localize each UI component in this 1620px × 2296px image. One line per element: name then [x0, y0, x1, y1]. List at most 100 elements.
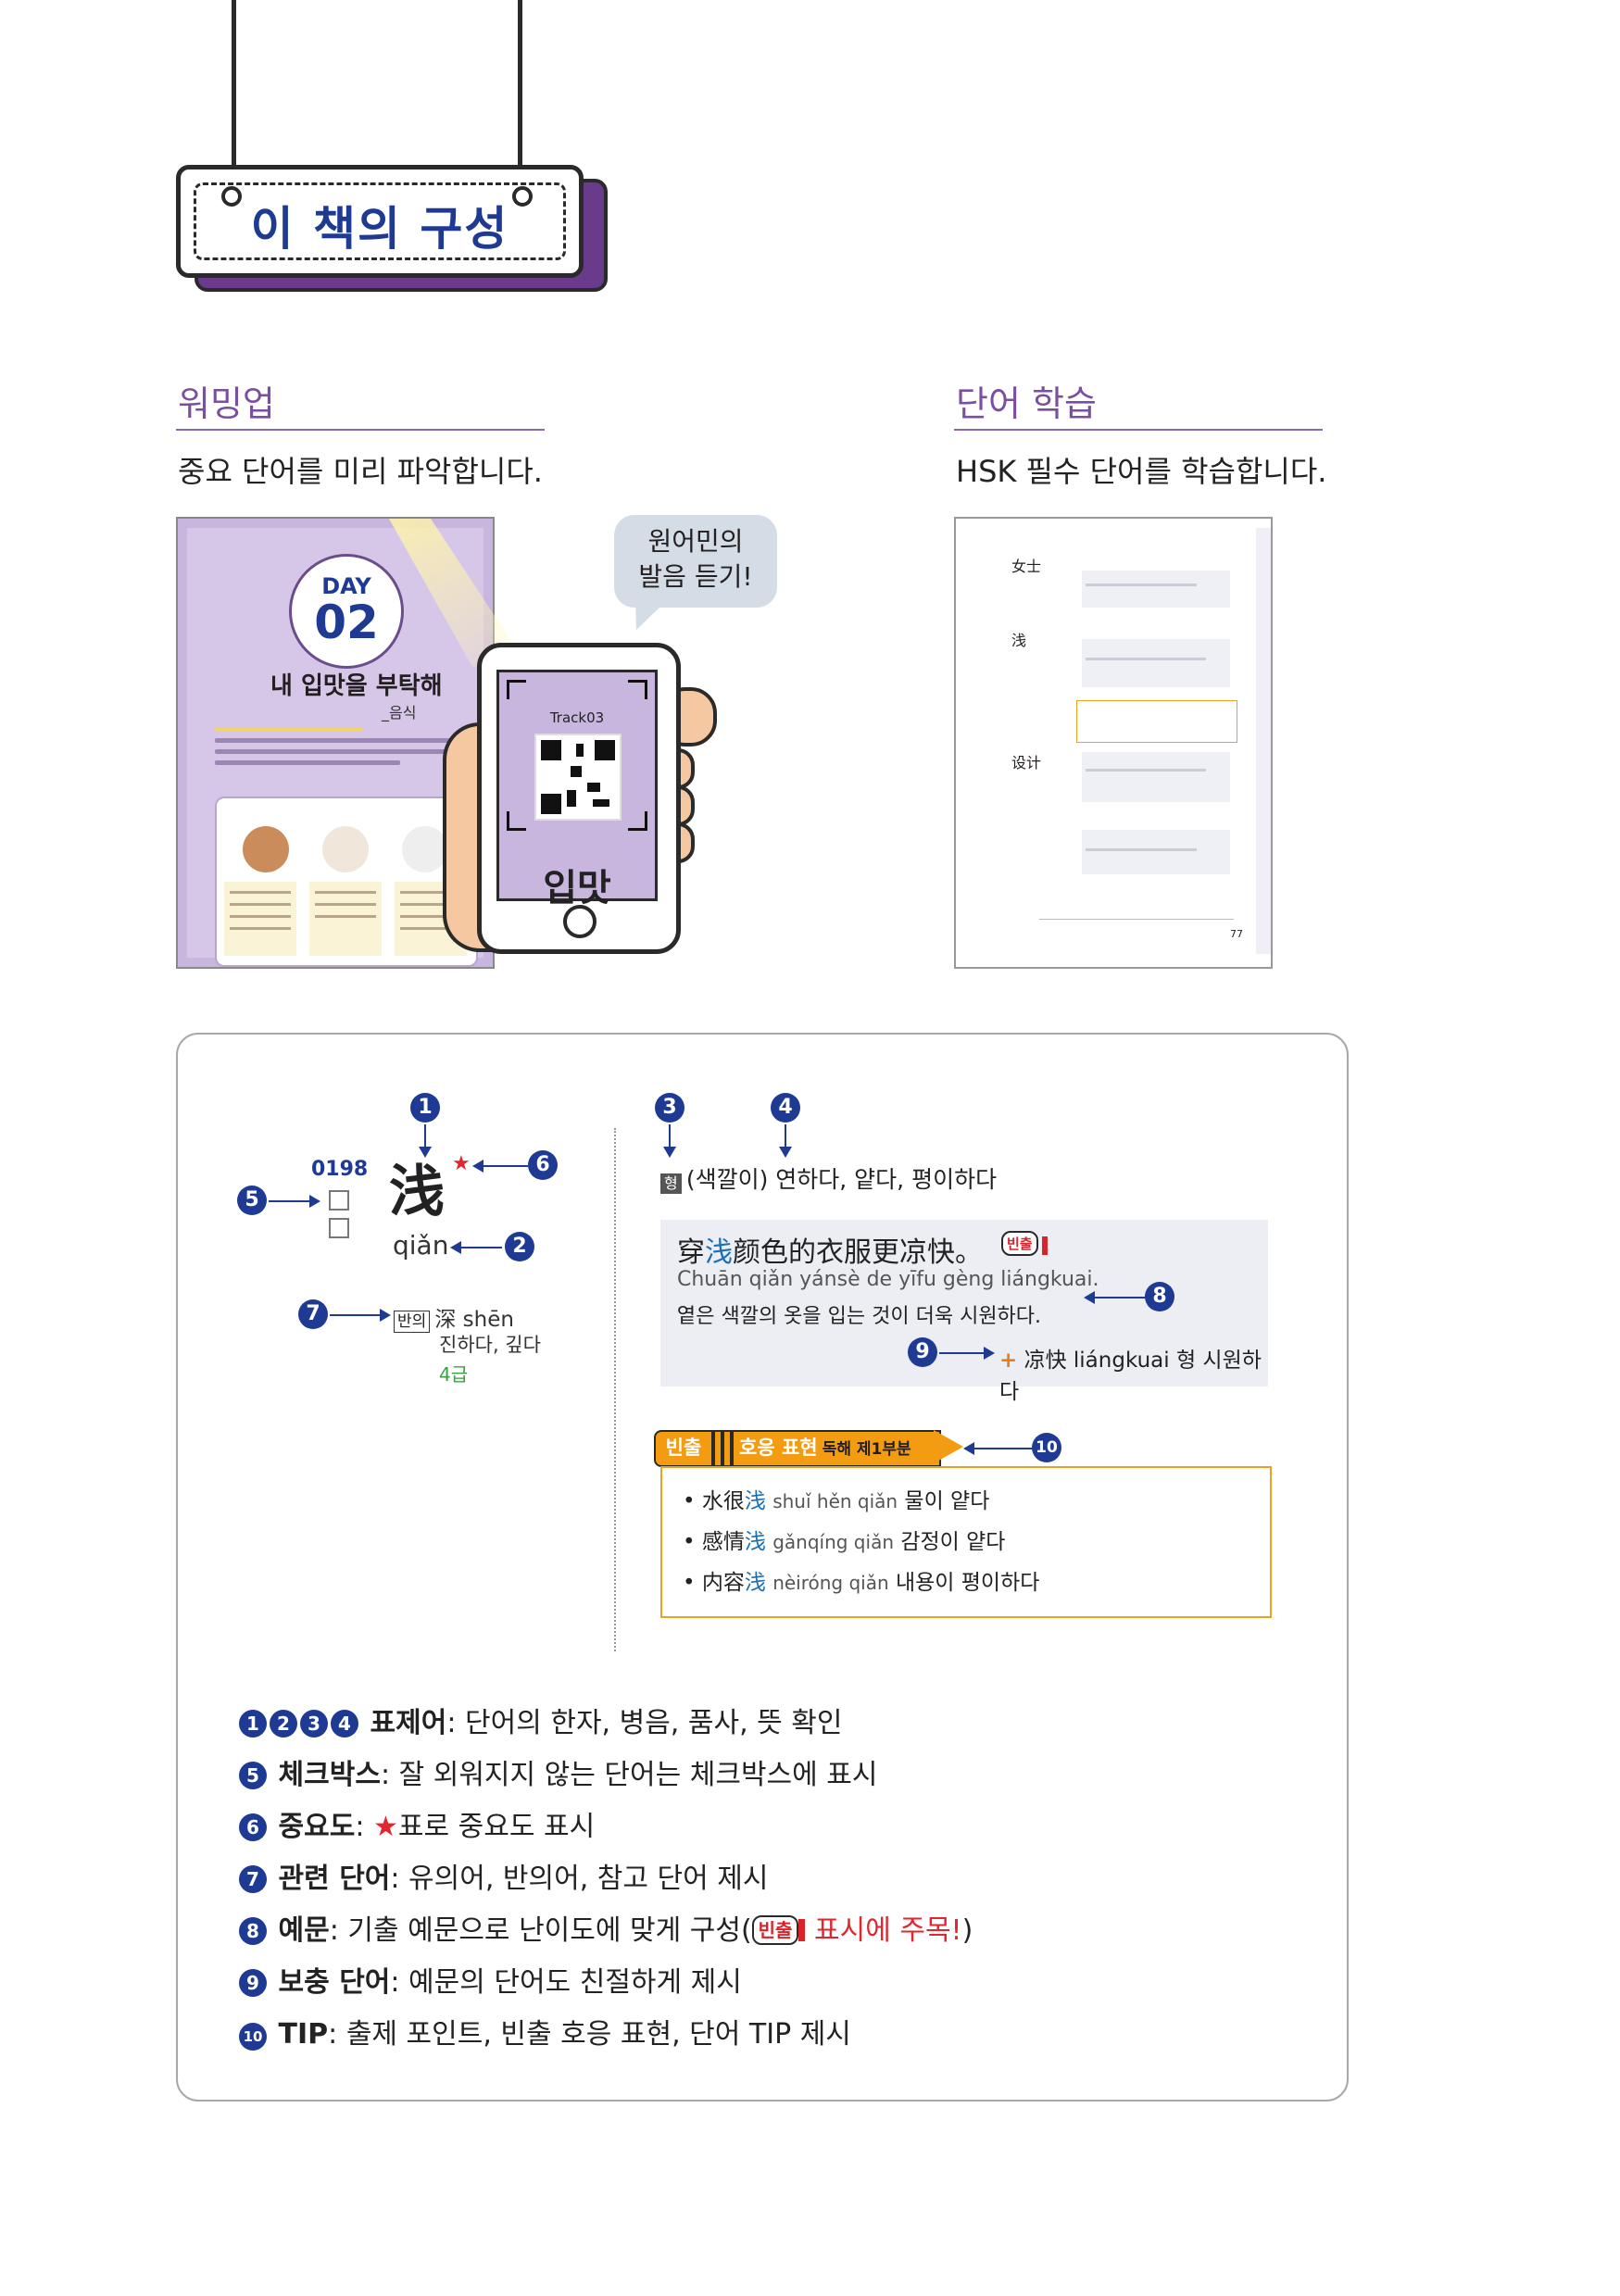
arrow-1	[419, 1124, 432, 1158]
frequency-badge-bar	[1042, 1236, 1048, 1255]
warmup-thumb-heading: 내 입맛을 부탁해	[270, 672, 443, 700]
example-pinyin: Chuān qiǎn yánsè de yīfu gèng liángkuai.	[677, 1268, 1099, 1291]
home-button[interactable]	[563, 905, 597, 938]
tip-title: 호응 표현	[739, 1437, 818, 1459]
legend-item-supplement: 9 보충 단어: 예문의 단어도 친절하게 제시	[239, 1959, 742, 2000]
warmup-rule	[176, 429, 545, 431]
marker-10: 10	[1032, 1433, 1061, 1462]
person-image	[402, 826, 448, 872]
track-label: Track03	[549, 709, 605, 726]
title-sign: 이 책의 구성	[176, 165, 584, 278]
thumb-word-3: 设计	[1011, 754, 1042, 772]
antonym-tag: 반의	[394, 1311, 431, 1333]
example-chinese: 穿浅颜色的衣服更凉快。	[677, 1236, 983, 1269]
entry-number: 0198	[311, 1158, 369, 1181]
bubble-line-1: 원어민의	[647, 526, 744, 557]
tip-item: • 内容浅 nèiróng qiǎn 내용이 평이하다	[683, 1571, 1040, 1595]
example-box: 穿浅颜色的衣服更凉快。 빈출 Chuān qiǎn yánsè de yīfu …	[660, 1220, 1268, 1404]
chef-image	[322, 826, 369, 872]
legend-term: 표제어	[370, 1707, 447, 1739]
legend-star-icon: ★	[373, 1811, 398, 1843]
day-number: 02	[314, 596, 379, 649]
legend-item-related: 7 관련 단어: 유의어, 반의어, 참고 단어 제시	[239, 1855, 768, 1896]
study-rule	[954, 429, 1323, 431]
speech-bubble: 원어민의 발음 듣기!	[614, 515, 777, 608]
qr-code[interactable]	[536, 735, 620, 819]
arrow-9	[939, 1347, 995, 1360]
checkbox-2[interactable]	[329, 1218, 349, 1238]
related-level: 4급	[439, 1363, 469, 1386]
arrow-3	[663, 1124, 676, 1158]
warmup-card	[215, 797, 478, 967]
meaning-row: 형 (색깔이) 연하다, 얕다, 평이하다	[660, 1161, 997, 1195]
related-word: 深 shēn	[434, 1308, 514, 1332]
screen-heading-fragment: 입맛	[543, 867, 611, 910]
study-heading: 단어 학습	[956, 383, 1097, 424]
legend-term: 예문	[278, 1914, 330, 1947]
warmup-description: 중요 단어를 미리 파악합니다.	[178, 454, 543, 489]
arrow-4	[779, 1124, 792, 1158]
supplement-word: + 凉快 liángkuai 형 시원하다	[999, 1349, 1262, 1404]
tip-title-bar: 호응 표현 독해 제1부분	[732, 1430, 941, 1467]
legend-item-checkbox: 5 체크박스: 잘 외워지지 않는 단어는 체크박스에 표시	[239, 1751, 877, 1792]
arrow-6	[472, 1160, 528, 1173]
marker-3: 3	[655, 1093, 684, 1123]
column-divider	[614, 1128, 616, 1651]
sign-rope-right	[518, 0, 522, 190]
bubble-line-2: 발음 듣기!	[638, 561, 753, 592]
legend-item-example: 8 예문: 기출 예문으로 난이도에 맞게 구성(빈출 표시에 주목!)	[239, 1907, 973, 1948]
related-word-row: 반의 深 shēn	[394, 1301, 514, 1333]
arrow-7	[330, 1309, 391, 1322]
tip-subtitle: 독해 제1부분	[822, 1440, 911, 1459]
thumb-word-2: 浅	[1011, 632, 1027, 649]
side-tab	[1256, 528, 1271, 954]
headword-pinyin: qiǎn	[393, 1230, 449, 1261]
legend-frequency-badge: 빈출	[751, 1915, 799, 1945]
arrow-2	[450, 1241, 502, 1254]
legend-term: 체크박스	[278, 1759, 381, 1791]
study-thumbnail: 女士 浅 设计 77	[954, 517, 1273, 969]
arrow-8	[1084, 1291, 1147, 1304]
thumb-tip-box	[1076, 700, 1237, 743]
legend-item-tip: 10 TIP: 출제 포인트, 빈출 호응 표현, 단어 TIP 제시	[239, 2011, 851, 2051]
warmup-thumb-sub: _음식	[382, 704, 417, 721]
marker-8: 8	[1145, 1282, 1174, 1311]
marker-4: 4	[771, 1093, 800, 1123]
marker-2: 2	[505, 1232, 534, 1261]
thumb-word-1: 女士	[1011, 558, 1042, 575]
phone-screen: Track03 입맛	[496, 670, 658, 910]
marker-7: 7	[298, 1299, 328, 1329]
legend-term: 관련 단어	[278, 1863, 391, 1895]
example-korean: 옅은 색깔의 옷을 입는 것이 더욱 시원하다.	[677, 1305, 1042, 1328]
study-description: HSK 필수 단어를 학습합니다.	[956, 454, 1327, 489]
word-meaning: (색깔이) 연하다, 얕다, 평이하다	[685, 1166, 998, 1193]
warmup-heading: 워밍업	[178, 383, 275, 424]
headword-hanzi: 浅	[389, 1160, 445, 1224]
checkbox-1[interactable]	[329, 1190, 349, 1211]
thumb-page-number: 77	[1230, 928, 1243, 940]
legend-term: 보충 단어	[278, 1966, 391, 1999]
sign-rope-left	[232, 0, 236, 190]
day-badge: DAY 02	[289, 554, 404, 669]
tip-item: • 水很浅 shuǐ hěn qiǎn 물이 얕다	[683, 1489, 990, 1513]
pos-tag: 형	[660, 1173, 682, 1194]
arrow-5	[269, 1195, 320, 1208]
tip-box: • 水很浅 shuǐ hěn qiǎn 물이 얕다 • 感情浅 gǎnqíng …	[660, 1466, 1272, 1618]
food-image	[243, 826, 289, 872]
importance-star-icon: ★	[452, 1152, 471, 1175]
day-label: DAY	[321, 573, 371, 599]
marker-9: 9	[908, 1337, 937, 1367]
related-meaning: 진하다, 깊다	[439, 1334, 541, 1356]
marker-1: 1	[410, 1093, 440, 1123]
marker-6: 6	[528, 1150, 558, 1180]
legend-term: 중요도	[278, 1811, 356, 1843]
arrow-10	[963, 1442, 1034, 1455]
frequency-badge: 빈출	[1001, 1231, 1038, 1256]
tip-badge: 빈출	[654, 1430, 713, 1467]
marker-5: 5	[237, 1186, 267, 1215]
warmup-text-lines	[215, 727, 474, 772]
smartphone: Track03 입맛	[477, 643, 681, 954]
page-title: 이 책의 구성	[250, 202, 509, 256]
sign-hole-left	[221, 186, 242, 207]
